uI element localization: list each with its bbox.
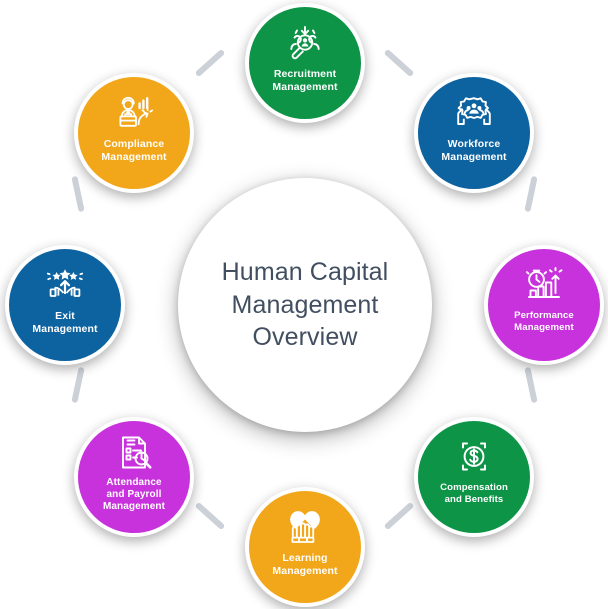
connector-attendance-exit	[71, 366, 85, 404]
node-label-compensation: Compensation and Benefits	[434, 482, 514, 505]
connector-exit-compliance	[71, 175, 85, 213]
node-label-attendance: Attendance and Payroll Management	[97, 477, 171, 514]
label-line-2: Management	[272, 80, 338, 93]
label-line-1: Exit	[55, 310, 75, 322]
center-title-line-3: Overview	[252, 323, 358, 352]
node-label-learning: Learning Management	[266, 552, 343, 578]
node-learning-management[interactable]: Learning Management	[245, 487, 365, 607]
node-performance-management[interactable]: Performance Management	[484, 245, 604, 365]
label-line-1: Workforce	[447, 138, 501, 150]
label-line-2: Management	[32, 322, 98, 335]
node-attendance-and-payroll-management[interactable]: Attendance and Payroll Management	[74, 417, 194, 537]
stopwatch-bar-chart-arrow-icon	[522, 266, 566, 306]
label-line-1: Performance	[514, 310, 574, 321]
person-briefcase-chart-icon	[112, 94, 156, 134]
label-line-3: Management	[102, 501, 166, 513]
center-hub: Human Capital Management Overview	[178, 178, 432, 432]
node-label-performance: Performance Management	[508, 310, 580, 333]
label-line-1: Learning	[282, 552, 328, 564]
label-line-2: Management	[101, 150, 167, 163]
node-label-recruitment: Recruitment Management	[266, 68, 343, 94]
label-line-1: Recruitment	[273, 68, 337, 80]
label-line-2: Management	[272, 564, 338, 577]
node-label-workforce: Workforce Management	[435, 138, 512, 164]
label-line-2: and Benefits	[444, 493, 504, 505]
label-line-1: Compliance	[103, 138, 165, 150]
label-line-2: Management	[514, 321, 574, 333]
node-compensation-and-benefits[interactable]: Compensation and Benefits	[414, 417, 534, 537]
connector-workforce-performance	[524, 175, 538, 213]
label-line-2: and Payroll	[106, 489, 162, 501]
dollar-target-icon	[452, 438, 496, 478]
center-title-line-2: Management	[231, 290, 379, 319]
node-label-exit: Exit Management	[26, 310, 103, 336]
stars-hands-arrow-icon	[43, 266, 87, 306]
label-line-1: Attendance	[106, 477, 162, 488]
hands-heart-brain-icon	[283, 508, 327, 548]
node-workforce-management[interactable]: Workforce Management	[414, 73, 534, 193]
connector-learning-attendance	[194, 501, 226, 531]
node-compliance-management[interactable]: Compliance Management	[74, 73, 194, 193]
center-title-line-1: Human Capital	[221, 258, 389, 287]
connector-recruitment-workforce	[383, 48, 415, 78]
node-exit-management[interactable]: Exit Management	[5, 245, 125, 365]
node-recruitment-management[interactable]: Recruitment Management	[245, 3, 365, 123]
label-line-2: Management	[441, 150, 507, 163]
hands-gear-people-icon	[452, 94, 496, 134]
connector-compliance-recruitment	[194, 48, 226, 78]
node-label-compliance: Compliance Management	[95, 138, 172, 164]
connector-performance-compensation	[524, 366, 538, 404]
connector-compensation-learning	[383, 501, 415, 531]
magnifier-person-icon	[283, 24, 327, 64]
label-line-1: Compensation	[440, 482, 508, 493]
center-title: Human Capital Management Overview	[210, 256, 401, 354]
checklist-magnifier-icon	[112, 433, 156, 473]
